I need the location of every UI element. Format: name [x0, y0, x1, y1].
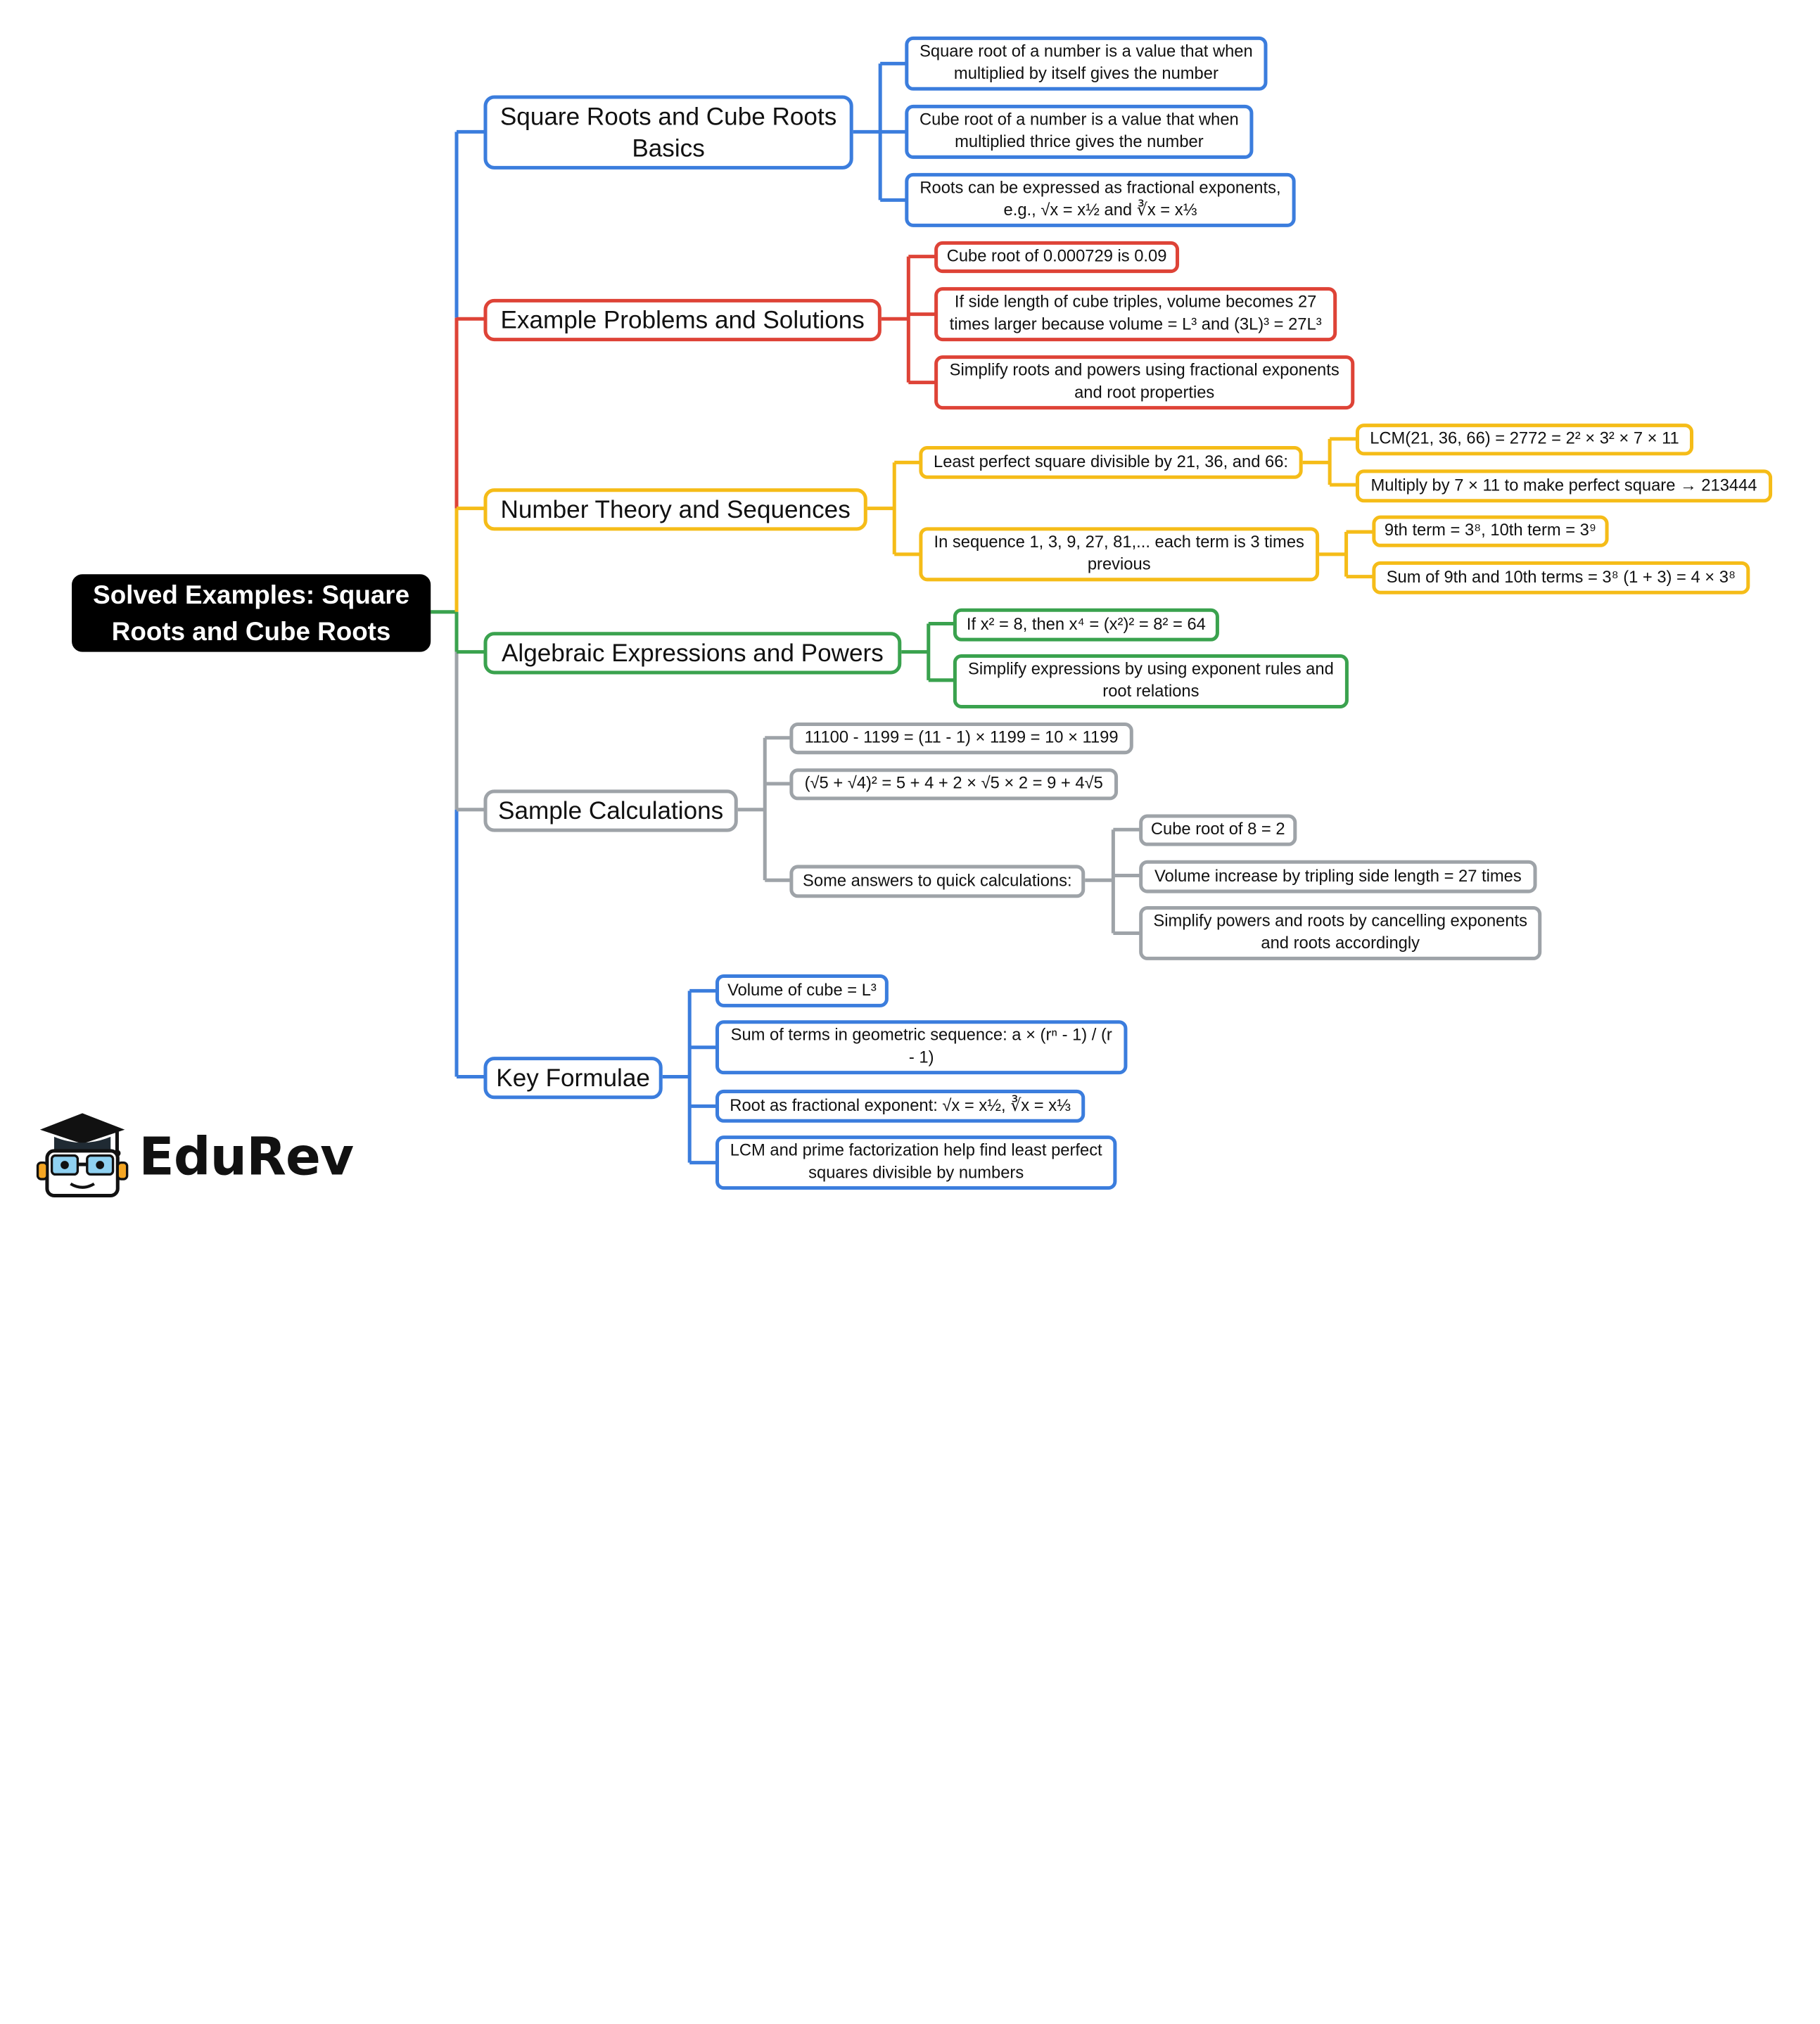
- basics-item: Cube root of a number is a value that wh…: [905, 104, 1254, 159]
- examples-item: Simplify roots and powers using fraction…: [934, 355, 1355, 410]
- connector: [1302, 437, 1357, 487]
- examples-item: If side length of cube triples, volume b…: [934, 287, 1337, 342]
- branch-formulae: Key Formulae: [483, 1057, 663, 1100]
- basics-item: Roots can be expressed as fractional exp…: [905, 172, 1296, 227]
- root-node: Solved Examples: Square Roots and Cube R…: [72, 574, 431, 652]
- calculations-item: (√5 + √4)² = 5 + 4 + 2 × √5 × 2 = 9 + 4√…: [789, 768, 1119, 801]
- branch-calculations: Sample Calculations: [483, 789, 738, 832]
- basics-item: Square root of a number is a value that …: [905, 36, 1268, 91]
- formulae-item: Sum of terms in geometric sequence: a × …: [715, 1020, 1128, 1075]
- connector: [1319, 530, 1374, 579]
- brand-wordmark: EduRev: [139, 1127, 354, 1188]
- algebra-item: If x² = 8, then x⁴ = (x²)² = 8² = 64: [953, 608, 1219, 642]
- formulae-item: Volume of cube = L³: [715, 974, 889, 1007]
- calculations-subitem: Cube root of 8 = 2: [1139, 814, 1297, 846]
- formulae-item: LCM and prime factorization help find le…: [715, 1135, 1117, 1190]
- connector: [901, 622, 955, 682]
- formulae-item: Root as fractional exponent: √x = x½, ∛x…: [715, 1089, 1086, 1123]
- calculations-item: Some answers to quick calculations:: [789, 865, 1086, 898]
- branch-number-theory: Number Theory and Sequences: [483, 488, 867, 531]
- branch-examples: Example Problems and Solutions: [483, 298, 882, 342]
- number-theory-subitem: Multiply by 7 × 11 to make perfect squar…: [1355, 469, 1773, 503]
- number-theory-subitem: Sum of 9th and 10th terms = 3⁸ (1 + 3) =…: [1372, 561, 1750, 594]
- connector: [737, 736, 791, 882]
- number-theory-subitem: 9th term = 3⁸, 10th term = 3⁹: [1372, 515, 1609, 547]
- graduation-cap-mascot-icon: [36, 1113, 129, 1197]
- number-theory-item: In sequence 1, 3, 9, 27, 81,... each ter…: [919, 527, 1320, 582]
- connector: [853, 61, 906, 202]
- connector: [1085, 827, 1140, 935]
- calculations-subitem: Volume increase by tripling side length …: [1139, 860, 1537, 893]
- calculations-subitem: Simplify powers and roots by cancelling …: [1139, 905, 1542, 960]
- calculations-item: 11100 - 1199 = (11 - 1) × 1199 = 10 × 11…: [789, 723, 1133, 755]
- algebra-item: Simplify expressions by using exponent r…: [953, 654, 1349, 708]
- branch-algebra: Algebraic Expressions and Powers: [483, 632, 902, 675]
- connector: [881, 255, 936, 385]
- branch-basics: Square Roots and Cube Roots Basics: [483, 95, 853, 170]
- examples-item: Cube root of 0.000729 is 0.09: [934, 241, 1180, 274]
- number-theory-subitem: LCM(21, 36, 66) = 2772 = 2² × 3² × 7 × 1…: [1355, 424, 1694, 456]
- connector: [867, 460, 921, 556]
- connector: [662, 988, 717, 1165]
- number-theory-item: Least perfect square divisible by 21, 36…: [919, 445, 1303, 479]
- connector-lines: [431, 61, 1374, 1165]
